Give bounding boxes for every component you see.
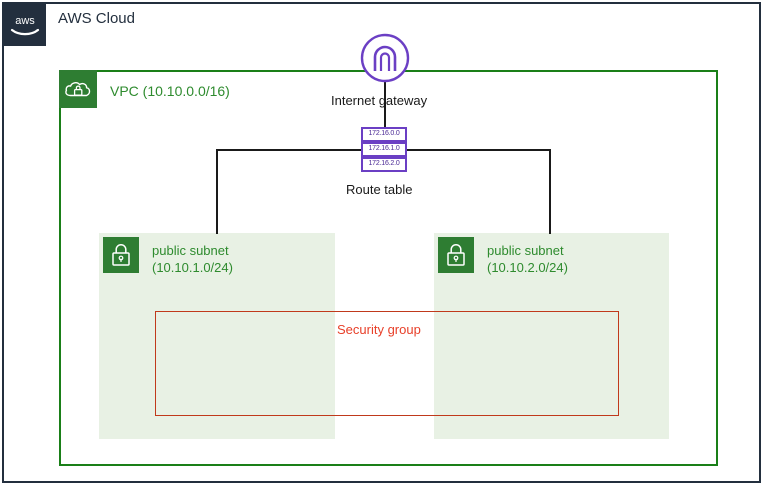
route-table[interactable]: 172.16.0.0 172.16.1.0 172.16.2.0	[361, 127, 407, 172]
aws-logo-icon: aws	[4, 4, 46, 46]
page-title: AWS Cloud	[58, 10, 135, 27]
connector-to-subnet-2	[549, 149, 551, 234]
subnet-lock-icon	[438, 237, 474, 273]
subnet-label-public-1: public subnet (10.10.1.0/24)	[152, 242, 233, 276]
security-group-label: Security group	[337, 322, 421, 337]
route-table-row[interactable]: 172.16.1.0	[361, 142, 407, 157]
subnet-label-public-2: public subnet (10.10.2.0/24)	[487, 242, 568, 276]
subnet-lock-icon	[103, 237, 139, 273]
route-table-label: Route table	[346, 182, 413, 197]
internet-gateway-label: Internet gateway	[331, 93, 428, 108]
subnet-name: public subnet	[152, 243, 229, 258]
vpc-cloud-lock-icon	[59, 70, 97, 108]
svg-text:aws: aws	[15, 15, 35, 27]
subnet-cidr: (10.10.1.0/24)	[152, 260, 233, 275]
connector-to-subnet-1	[216, 149, 218, 234]
vpc-label: VPC (10.10.0.0/16)	[110, 83, 230, 99]
route-table-row[interactable]: 172.16.2.0	[361, 157, 407, 172]
subnet-name: public subnet	[487, 243, 564, 258]
connector-igw-to-route-table	[384, 78, 386, 128]
subnet-cidr: (10.10.2.0/24)	[487, 260, 568, 275]
internet-gateway-icon[interactable]	[360, 33, 410, 83]
security-group-boundary	[155, 311, 619, 416]
route-table-row[interactable]: 172.16.0.0	[361, 127, 407, 142]
